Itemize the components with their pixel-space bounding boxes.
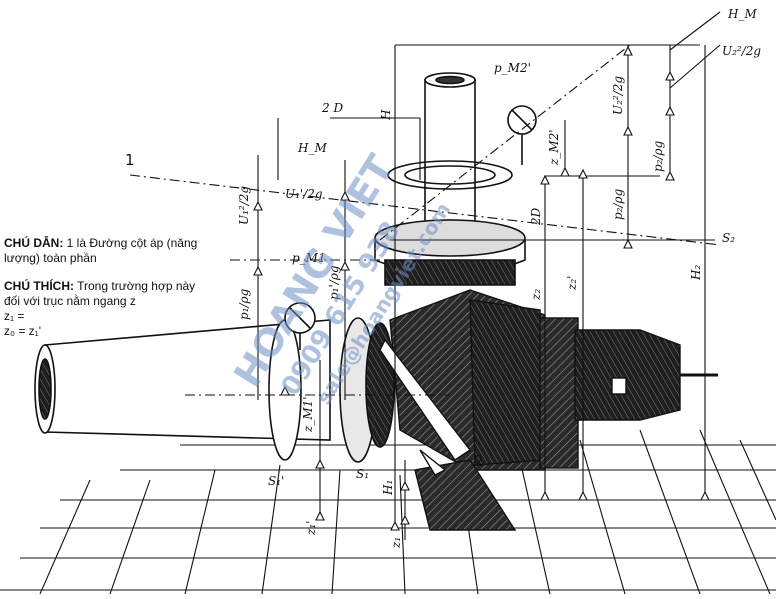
dimension-lines bbox=[257, 45, 706, 540]
diagram-labels: H_M U₂²/2g U₂²/2g p₂/ρg p₂/ρg p_M2' z_M2… bbox=[125, 7, 761, 549]
label-zm2: z_M2' bbox=[547, 129, 561, 166]
gauge-pm2 bbox=[507, 105, 537, 165]
label-1: 1 bbox=[125, 151, 135, 169]
label-2: 2 bbox=[474, 452, 484, 470]
level-markers bbox=[253, 45, 710, 531]
label-p1-vert: p₁/ρg bbox=[237, 288, 251, 320]
label-zm1: z_M1' bbox=[301, 396, 315, 433]
legend-text: 1 là Đường cột áp (năng lượng) toàn phần bbox=[4, 236, 198, 265]
label-u1-left: U₁²/2g bbox=[237, 186, 251, 225]
label-h-main: H bbox=[379, 109, 393, 121]
label-2d-mid: 2D bbox=[529, 207, 543, 226]
remark-title: CHÚ THÍCH: bbox=[4, 279, 74, 293]
label-p2-vert-2: p₂/ρg bbox=[611, 188, 625, 220]
label-pm2: p_M2' bbox=[494, 61, 531, 75]
label-s2: S₂ bbox=[722, 231, 735, 245]
label-h1: H₁ bbox=[381, 480, 395, 496]
label-u2-vert: U₂²/2g bbox=[611, 76, 625, 115]
remark-note: CHÚ THÍCH: Trong trường hợp này đối với … bbox=[4, 279, 204, 339]
label-s1p: S₁' bbox=[268, 474, 284, 488]
label-z1: z₁ bbox=[389, 537, 403, 549]
label-hm-top: H_M bbox=[727, 7, 757, 21]
label-z2p: z₂' bbox=[565, 276, 579, 291]
label-2d-top: 2 D bbox=[321, 101, 343, 115]
label-hm-left: H_M bbox=[297, 141, 327, 155]
remark-eq1: z₁ = bbox=[4, 309, 25, 323]
gauge-pm1 bbox=[284, 302, 316, 350]
label-u2-top: U₂²/2g bbox=[722, 44, 761, 58]
legend-note: CHÚ DẪN: 1 là Đường cột áp (năng lượng) … bbox=[4, 236, 204, 266]
outlet-pipe bbox=[374, 72, 526, 286]
remark-text: Trong trường hợp này đối với trục nằm ng… bbox=[4, 279, 196, 308]
label-u1-small: U₁'/2g bbox=[285, 187, 323, 201]
label-s1: S₁ bbox=[356, 467, 369, 481]
pump-body bbox=[379, 289, 718, 531]
label-p1p-vert: p₁'/ρg bbox=[327, 265, 341, 300]
label-z1p: z₁' bbox=[304, 521, 318, 536]
label-h2: H₂ bbox=[689, 265, 703, 281]
label-p2-vert: p₂/ρg bbox=[651, 140, 665, 172]
remark-eq2: z₀ = z₁' bbox=[4, 324, 41, 338]
label-z2: z₂ bbox=[529, 289, 543, 301]
legend-title: CHÚ DẪN: bbox=[4, 236, 64, 250]
floor-grid bbox=[0, 429, 776, 595]
label-pm1: p_M1 bbox=[292, 251, 326, 265]
inlet-pipe bbox=[34, 319, 331, 441]
